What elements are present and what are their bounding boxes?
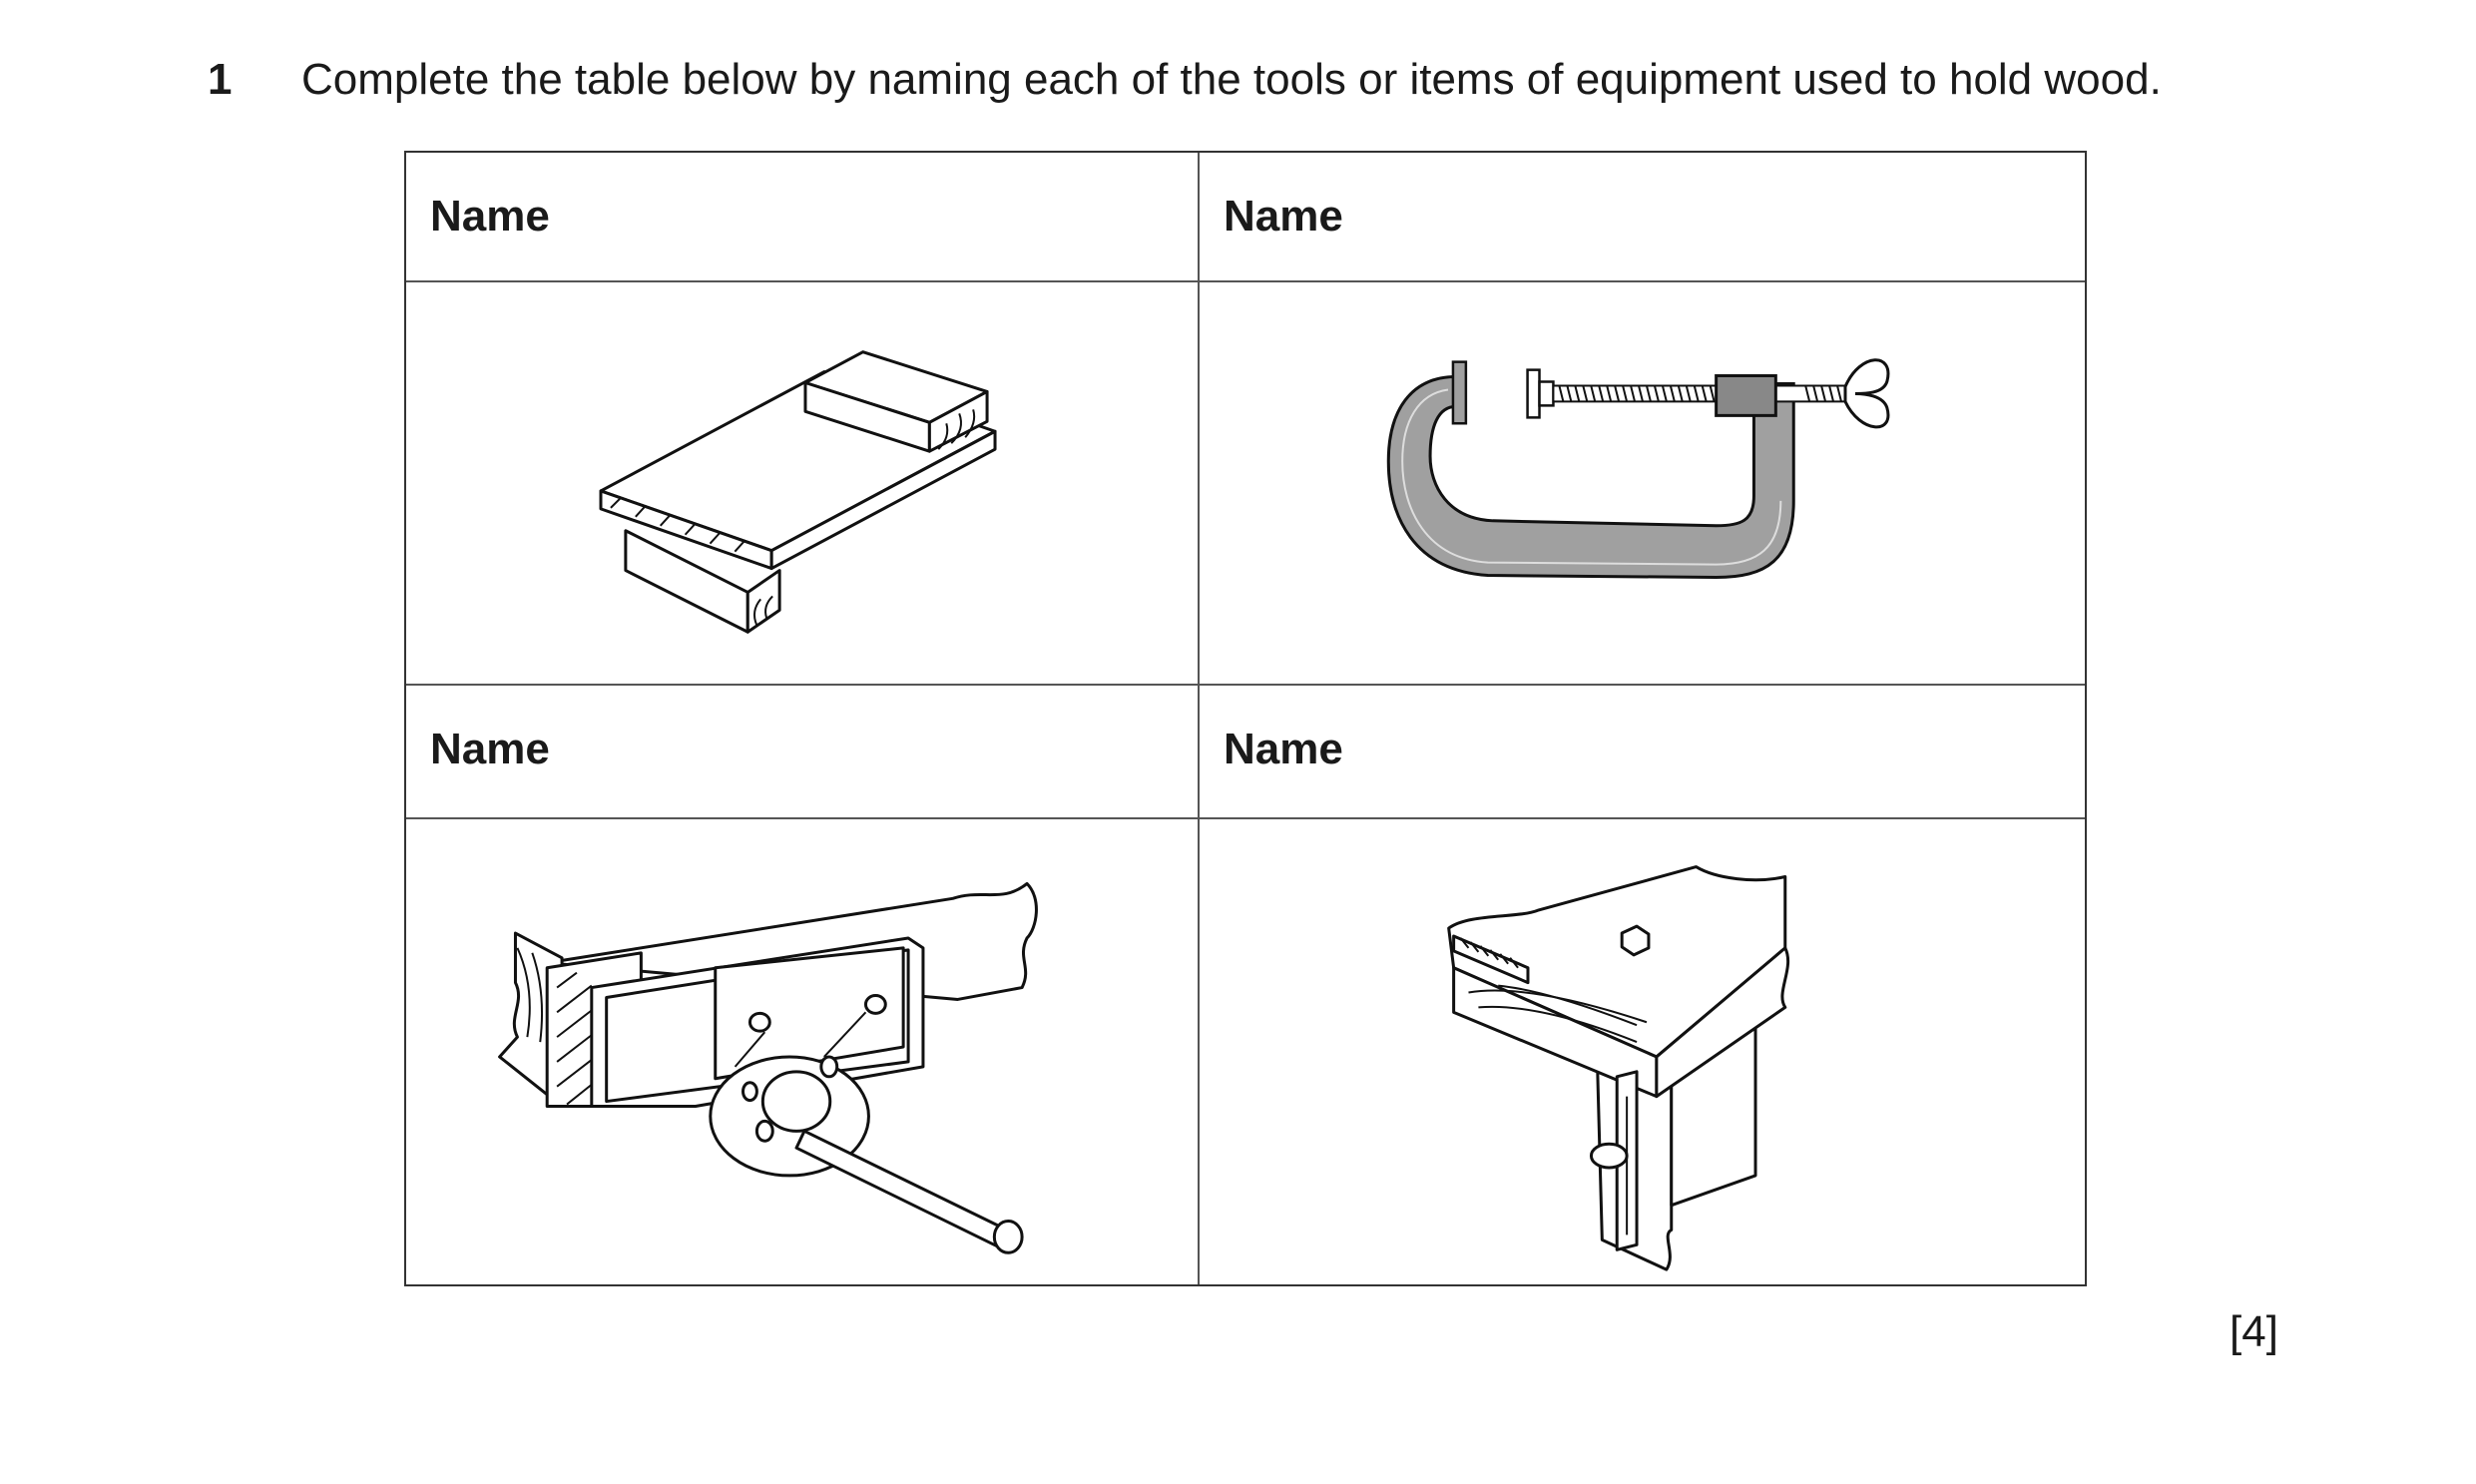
name-cell-3[interactable]: Name (406, 686, 1200, 819)
name-cell-4[interactable]: Name (1200, 686, 2085, 819)
woodwork-vice-icon (406, 819, 1198, 1284)
name-label-4: Name (1224, 725, 1343, 773)
picture-cell-2 (1200, 282, 2085, 686)
picture-cell-3 (406, 819, 1200, 1284)
picture-cell-1 (406, 282, 1200, 686)
answer-table: Name Name (404, 151, 2087, 1286)
name-cell-2[interactable]: Name (1200, 153, 2085, 282)
bench-holdfast-icon (1200, 819, 2085, 1284)
bench-hook-icon (406, 282, 1198, 684)
question-text: Complete the table below by naming each … (301, 55, 2162, 104)
name-label-2: Name (1224, 192, 1343, 241)
g-clamp-icon (1200, 282, 2085, 684)
name-cell-1[interactable]: Name (406, 153, 1200, 282)
picture-cell-4 (1200, 819, 2085, 1284)
question-number: 1 (208, 55, 233, 104)
name-label-3: Name (430, 725, 550, 773)
marks-allocation: [4] (2229, 1307, 2278, 1356)
name-label-1: Name (430, 192, 550, 241)
